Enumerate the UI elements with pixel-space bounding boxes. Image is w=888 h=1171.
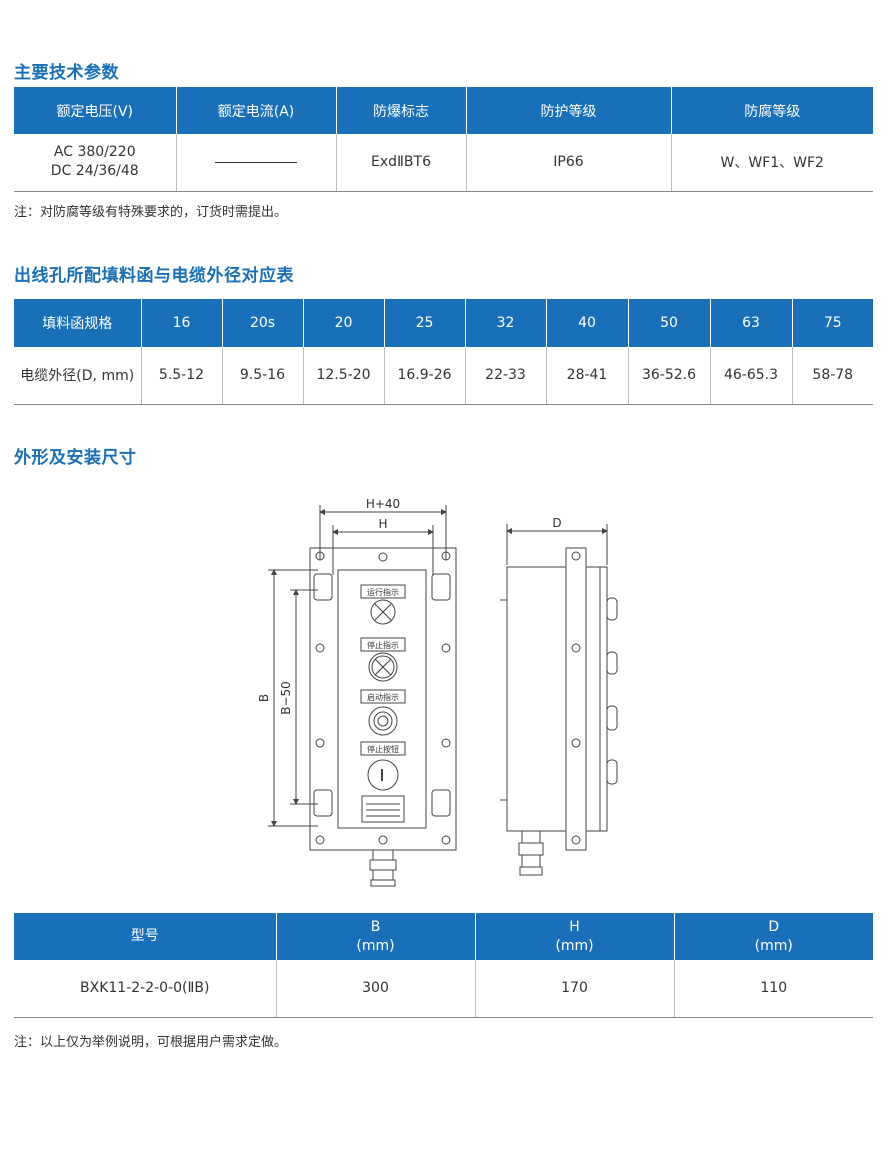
header-h-label: H (569, 918, 580, 935)
voltage-dc: DC 24/36/48 (50, 163, 139, 180)
table-header-row: 型号 B (mm) H (mm) D (mm) (14, 913, 873, 960)
label-stop-indicator: 停止指示 (367, 640, 399, 650)
header-h-unit: (mm) (555, 937, 594, 954)
row-label-cable-diameter: 电缆外径(D, mm) (14, 347, 141, 405)
screw-icons (315, 551, 451, 845)
main-params-table: 额定电压(V) 额定电流(A) 防爆标志 防护等级 防腐等级 AC 380/22… (14, 87, 873, 192)
header-size: 16 (140, 299, 222, 347)
note-custom: 注：以上仅为举例说明，可根据用户需求定做。 (14, 1035, 288, 1050)
header-d-unit: (mm) (754, 937, 793, 954)
header-protection: 防护等级 (465, 87, 671, 134)
cell-diameter: 9.5-16 (221, 347, 303, 405)
cell-diameter: 46-65.3 (709, 347, 792, 405)
cell-diameter: 16.9-26 (383, 347, 465, 405)
table-row: 电缆外径(D, mm) 5.5-12 9.5-16 12.5-20 16.9-2… (14, 347, 873, 405)
dim-label-h40: H+40 (366, 497, 400, 511)
cell-model: BXK11-2-2-0-0(ⅡB) (14, 960, 276, 1018)
section-title-dimensions: 外形及安装尺寸 (14, 448, 137, 468)
header-size: 50 (627, 299, 710, 347)
table-header-row: 额定电压(V) 额定电流(A) 防爆标志 防护等级 防腐等级 (14, 87, 873, 134)
cell-diameter: 28-41 (545, 347, 628, 405)
cell-voltage: AC 380/220 DC 24/36/48 (14, 134, 176, 192)
header-size: 20s (221, 299, 303, 347)
cell-diameter: 36-52.6 (627, 347, 710, 405)
header-model-label: 型号 (130, 928, 159, 944)
cell-d: 110 (673, 960, 873, 1018)
header-model: 型号 (14, 913, 276, 960)
header-size: 75 (791, 299, 873, 347)
dim-label-b50: B−50 (279, 681, 293, 715)
table-header-row: 填料函规格 16 20s 20 25 32 40 50 63 75 (14, 299, 873, 347)
cable-diameter-table: 填料函规格 16 20s 20 25 32 40 50 63 75 电缆外径(D… (14, 299, 873, 405)
header-b-label: B (370, 918, 381, 935)
header-size: 20 (302, 299, 384, 347)
label-run-indicator: 运行指示 (367, 587, 399, 597)
header-d: D (mm) (673, 913, 873, 960)
label-start-indicator: 启动指示 (367, 692, 399, 702)
dim-label-b: B (257, 694, 271, 702)
cell-diameter: 58-78 (791, 347, 873, 405)
cell-protection: IP66 (465, 134, 671, 192)
side-flange (565, 547, 587, 851)
header-voltage: 额定电压(V) (14, 87, 176, 134)
dim-label-h: H (378, 517, 387, 531)
cell-b: 300 (275, 960, 475, 1018)
header-anticorrosion: 防腐等级 (670, 87, 873, 134)
side-body (506, 566, 608, 832)
cell-explosion-mark: ExdⅡBT6 (335, 134, 466, 192)
header-size: 25 (383, 299, 465, 347)
cell-diameter: 12.5-20 (302, 347, 384, 405)
dimension-drawing: H+40 H D B B−50 运行指示 停止指示 启动指示 停止按钮 (257, 497, 618, 887)
label-stop-button: 停止按钮 (367, 744, 399, 754)
cell-anticorrosion: W、WF1、WF2 (670, 134, 873, 192)
cell-current (175, 134, 336, 192)
dimensions-table: 型号 B (mm) H (mm) D (mm) BXK11-2-2-0-0(ⅡB) 3… (14, 913, 873, 1018)
voltage-ac: AC 380/220 (53, 144, 136, 161)
header-gland-spec: 填料函规格 (14, 299, 141, 347)
header-explosion-mark: 防爆标志 (335, 87, 466, 134)
current-blank-line (215, 161, 297, 163)
header-current: 额定电流(A) (175, 87, 336, 134)
header-b: B (mm) (275, 913, 475, 960)
header-d-label: D (768, 918, 780, 935)
table-row: AC 380/220 DC 24/36/48 ExdⅡBT6 IP66 W、WF… (14, 134, 873, 192)
header-size: 63 (709, 299, 792, 347)
header-h: H (mm) (474, 913, 674, 960)
cell-diameter: 22-33 (464, 347, 546, 405)
section-title-cable-table: 出线孔所配填料函与电缆外径对应表 (14, 266, 294, 286)
table-row: BXK11-2-2-0-0(ⅡB) 300 170 110 (14, 960, 873, 1018)
header-size: 40 (545, 299, 628, 347)
dim-label-d: D (552, 516, 561, 530)
cell-h: 170 (474, 960, 674, 1018)
header-b-unit: (mm) (356, 937, 395, 954)
section-title-main-params: 主要技术参数 (14, 63, 119, 83)
header-size: 32 (464, 299, 546, 347)
cell-diameter: 5.5-12 (140, 347, 222, 405)
note-anticorrosion: 注：对防腐等级有特殊要求的，订货时需提出。 (14, 205, 288, 220)
